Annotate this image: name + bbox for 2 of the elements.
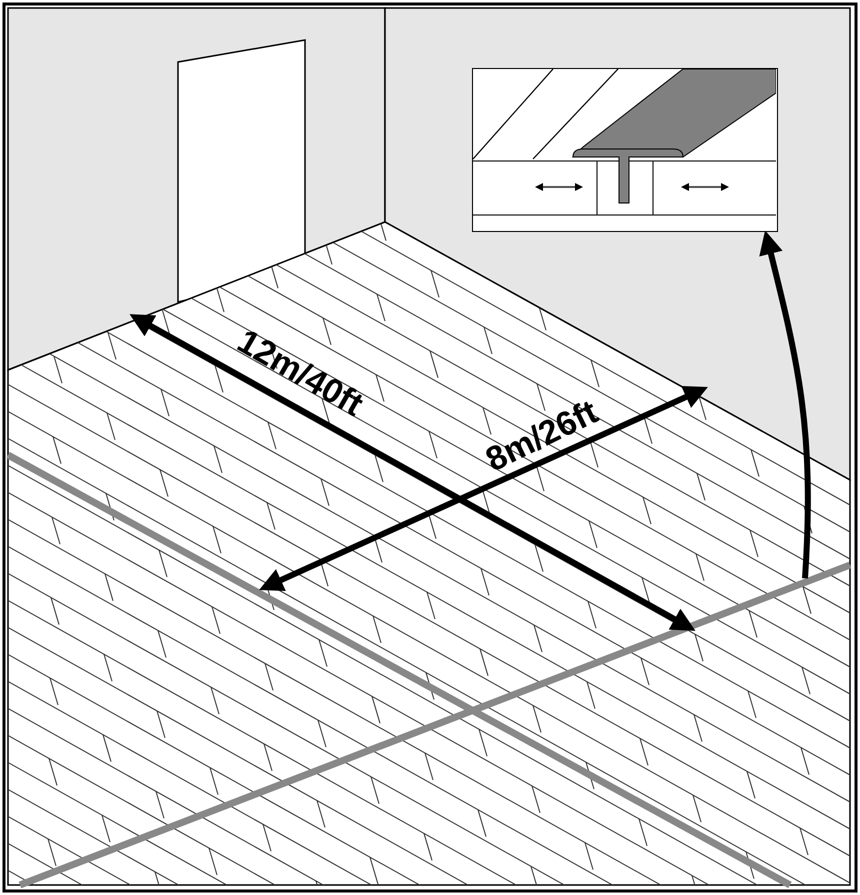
transition-strip [18, 562, 852, 888]
curved-arrow [759, 230, 811, 579]
